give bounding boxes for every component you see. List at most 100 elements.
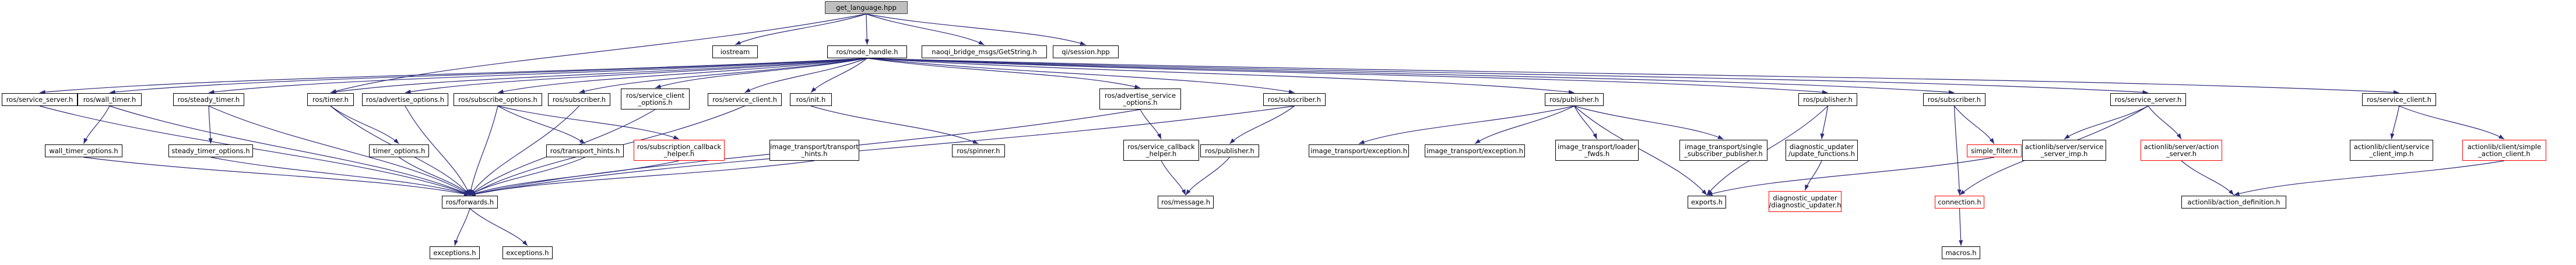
graph-node[interactable]: actionlib/client/service _client_imp.h xyxy=(2350,140,2433,161)
graph-node[interactable]: image_transport/single _subscriber_publi… xyxy=(1679,140,1767,161)
graph-node[interactable]: ros/service_client.h xyxy=(708,93,782,106)
graph-node[interactable]: ros/wall_timer.h xyxy=(78,93,142,106)
graph-node[interactable]: get_language.hpp xyxy=(825,1,908,14)
graph-node[interactable]: ros/node_handle.h xyxy=(827,45,907,58)
graph-edge xyxy=(1804,160,1822,191)
graph-edge xyxy=(2148,105,2182,140)
graph-edge xyxy=(867,58,1141,89)
graph-node[interactable]: ros/steady_timer.h xyxy=(173,93,244,106)
graph-edge xyxy=(579,58,867,94)
graph-edge xyxy=(867,58,1575,94)
graph-edge xyxy=(208,58,867,94)
graph-edge xyxy=(469,105,498,196)
graph-node[interactable]: ros/service_client _options.h xyxy=(621,89,690,109)
graph-node[interactable]: ros/spinner.h xyxy=(952,144,1005,157)
graph-node[interactable]: image_transport/exception.h xyxy=(1425,144,1525,157)
graph-edge xyxy=(1953,105,1962,196)
graph-node[interactable]: exports.h xyxy=(1688,196,1726,209)
graph-edge xyxy=(1229,105,1295,144)
graph-node[interactable]: actionlib/server/action _server.h xyxy=(2141,140,2222,161)
graph-node[interactable]: ros/subscriber.h xyxy=(1923,93,1985,106)
graph-edge xyxy=(2390,105,2400,140)
graph-edge xyxy=(810,105,979,144)
graph-edge xyxy=(83,157,470,196)
graph-edge xyxy=(109,58,867,94)
graph-edge xyxy=(454,208,470,246)
graph-node[interactable]: naoqi_bridge_msgs/GetString.h xyxy=(922,45,1047,58)
graph-node[interactable]: connection.h xyxy=(1935,196,1984,209)
graph-node[interactable]: exceptions.h xyxy=(430,246,480,259)
graph-node[interactable]: ros/advertise_service _options.h xyxy=(1099,89,1181,109)
graph-edge xyxy=(866,13,985,45)
graph-edge xyxy=(867,58,1955,94)
graph-edge xyxy=(1820,105,1829,140)
graph-node[interactable]: ros/forwards.h xyxy=(442,196,498,209)
graph-edge xyxy=(497,105,680,140)
graph-edge xyxy=(867,58,2399,95)
graph-edge xyxy=(1706,157,1995,196)
graph-edge xyxy=(330,13,867,93)
graph-edge xyxy=(655,58,867,89)
graph-node[interactable]: ros/publisher.h xyxy=(1798,93,1857,106)
graph-node[interactable]: ros/timer.h xyxy=(307,93,354,106)
graph-edge xyxy=(39,58,867,94)
graph-edge xyxy=(2233,160,2505,196)
graph-node[interactable]: qi/session.hpp xyxy=(1053,45,1119,58)
graph-edge xyxy=(208,105,213,144)
graph-edge xyxy=(1161,160,1186,196)
graph-node[interactable]: actionlib/action_definition.h xyxy=(2181,196,2286,209)
graph-edge xyxy=(1474,105,1575,144)
graph-edge xyxy=(1185,157,1230,196)
graph-edge xyxy=(405,58,867,94)
graph-edge xyxy=(1573,105,1598,140)
graph-edge xyxy=(864,13,869,45)
graph-node[interactable]: ros/advertise_options.h xyxy=(362,93,448,106)
graph-edge xyxy=(83,105,110,144)
graph-node[interactable]: ros/transport_hints.h xyxy=(546,144,624,157)
graph-node[interactable]: image_transport/transport _hints.h xyxy=(769,140,859,161)
graph-edge xyxy=(469,157,585,196)
graph-edge xyxy=(1574,105,1724,140)
graph-node[interactable]: actionlib/server/service _server_imp.h xyxy=(2022,140,2106,161)
graph-node[interactable]: diagnostic_updater /update_functions.h xyxy=(1786,140,1858,161)
graph-node[interactable]: macros.h xyxy=(1942,246,1980,259)
graph-edge xyxy=(866,13,1086,45)
graph-edge xyxy=(330,58,867,94)
graph-edge xyxy=(744,58,867,93)
graph-node[interactable]: ros/publisher.h xyxy=(1545,93,1604,106)
graph-node[interactable]: timer_options.h xyxy=(369,144,429,157)
graph-node[interactable]: simple_filter.h xyxy=(1967,144,2022,157)
graph-node[interactable]: diagnostic_updater /diagnostic_updater.h xyxy=(1769,191,1841,212)
graph-node[interactable]: image_transport/loader _fwds.h xyxy=(1555,140,1639,161)
graph-node[interactable]: actionlib/client/simple _action_client.h xyxy=(2462,140,2546,161)
graph-node[interactable]: steady_timer_options.h xyxy=(168,144,253,157)
graph-edge xyxy=(210,157,470,196)
graph-edge xyxy=(2181,160,2234,196)
graph-node[interactable]: wall_timer_options.h xyxy=(45,144,122,157)
graph-node[interactable]: ros/init.h xyxy=(790,93,832,106)
graph-node[interactable]: ros/service_server.h xyxy=(2110,93,2186,106)
graph-edge xyxy=(867,58,2149,95)
graph-node[interactable]: ros/publisher.h xyxy=(1200,144,1259,157)
graph-node[interactable]: ros/subscribe_options.h xyxy=(454,93,542,106)
graph-node[interactable]: ros/service_callback _helper.h xyxy=(1123,140,1199,161)
graph-edge xyxy=(735,13,867,45)
graph-node[interactable]: iostream xyxy=(712,45,758,58)
graph-node[interactable]: ros/subscription_callback _helper.h xyxy=(634,140,725,161)
graph-edge xyxy=(497,58,867,94)
graph-node[interactable]: ros/service_client.h xyxy=(2362,93,2436,106)
graph-node[interactable]: ros/service_server.h xyxy=(2,93,78,106)
graph-edge xyxy=(330,105,399,144)
graph-edge xyxy=(1954,105,1995,144)
graph-edge xyxy=(867,58,1295,94)
graph-edge xyxy=(469,208,528,246)
graph-node[interactable]: ros/subscriber.h xyxy=(548,93,610,106)
graph-edge xyxy=(1358,105,1575,144)
graph-node[interactable]: ros/subscriber.h xyxy=(1263,93,1326,106)
graph-edge xyxy=(2399,105,2505,140)
graph-node[interactable]: ros/message.h xyxy=(1158,196,1214,209)
graph-node[interactable]: exceptions.h xyxy=(502,246,553,259)
graph-node[interactable]: image_transport/exception.h xyxy=(1309,144,1409,157)
